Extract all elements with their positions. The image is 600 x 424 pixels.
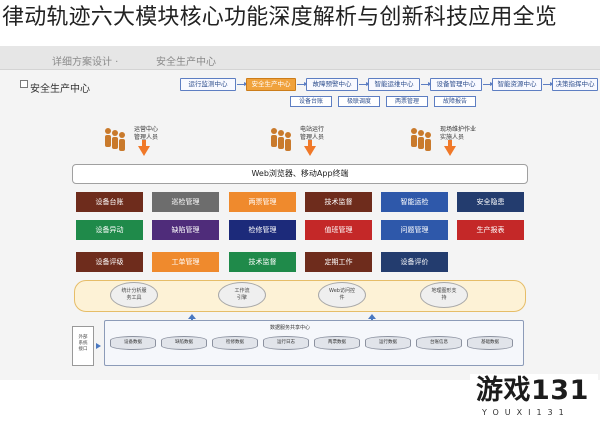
module-button[interactable]: 缺陷管理 bbox=[152, 220, 219, 240]
database-label: 两票数据 bbox=[328, 340, 346, 345]
module-button[interactable]: 设备评级 bbox=[76, 252, 143, 272]
module-button[interactable]: 设备评价 bbox=[381, 252, 448, 272]
down-arrow-stem bbox=[448, 140, 452, 147]
nav-item-3[interactable]: 智能运维中心 bbox=[368, 78, 420, 91]
database-icon: 缺陷数据 bbox=[161, 336, 207, 350]
down-arrow-stem bbox=[308, 140, 312, 147]
database-icon: 设备数据 bbox=[110, 336, 156, 350]
browser-terminal-bar: Web浏览器、移动App终端 bbox=[72, 164, 528, 184]
down-arrow-icon bbox=[304, 146, 316, 156]
nav-arrow-icon bbox=[543, 82, 554, 86]
right-arrow-icon bbox=[96, 343, 102, 349]
nav-item-0[interactable]: 运行监测中心 bbox=[180, 78, 236, 91]
watermark-background bbox=[470, 374, 598, 420]
database-label: 运行数据 bbox=[379, 340, 397, 345]
module-button[interactable]: 问题管理 bbox=[381, 220, 448, 240]
module-button[interactable]: 技术监督 bbox=[305, 192, 372, 212]
database-cylinder bbox=[263, 336, 309, 350]
subnav-item-3[interactable]: 故障报告 bbox=[434, 96, 476, 107]
database-icon: 两票数据 bbox=[314, 336, 360, 350]
nav-arrow-icon bbox=[483, 82, 494, 86]
nav-item-4[interactable]: 设备管理中心 bbox=[430, 78, 482, 91]
nav-item-5[interactable]: 智能资源中心 bbox=[492, 78, 542, 91]
database-cylinder bbox=[161, 336, 207, 350]
external-interface-box: 外部 系统 接口 bbox=[72, 326, 94, 366]
section-checkbox-icon bbox=[20, 80, 28, 88]
database-label: 基础数据 bbox=[481, 340, 499, 345]
module-button[interactable]: 巡检管理 bbox=[152, 192, 219, 212]
subnav-item-0[interactable]: 设备台账 bbox=[290, 96, 332, 107]
database-icon: 运行数据 bbox=[365, 336, 411, 350]
module-button[interactable]: 值班管理 bbox=[305, 220, 372, 240]
module-button[interactable]: 工单管理 bbox=[152, 252, 219, 272]
database-label: 缺陷数据 bbox=[175, 340, 193, 345]
database-cylinder bbox=[314, 336, 360, 350]
module-button[interactable]: 两票管理 bbox=[229, 192, 296, 212]
nav-item-1[interactable]: 安全生产中心 bbox=[246, 78, 296, 91]
role-group-0: 运营中心 管理人员 bbox=[102, 126, 170, 186]
service-oval-3: 地理图形支 持 bbox=[420, 282, 468, 308]
database-cylinder bbox=[110, 336, 156, 350]
nav-item-6[interactable]: 决策指挥中心 bbox=[552, 78, 598, 91]
role-label: 运营中心 管理人员 bbox=[134, 126, 159, 141]
subnav-item-2[interactable]: 两票管理 bbox=[386, 96, 428, 107]
people-icon bbox=[105, 128, 125, 151]
watermark-logo: 游戏131 bbox=[476, 375, 589, 406]
down-arrow-stem bbox=[142, 140, 146, 147]
database-label: 台账信息 bbox=[430, 340, 448, 345]
diagram-panel: 详细方案设计 · 安全生产中心 安全生产中心 运行监测中心 安全生产中心 故障预… bbox=[0, 46, 600, 380]
role-group-2: 现场维护作业 实施人员 bbox=[408, 126, 476, 186]
panel-header-prefix: 详细方案设计 · bbox=[52, 57, 119, 68]
nav-item-2[interactable]: 故障预警中心 bbox=[306, 78, 358, 91]
people-icon bbox=[271, 128, 291, 151]
role-label: 电站运行 管理人员 bbox=[300, 126, 325, 141]
database-cylinder bbox=[365, 336, 411, 350]
nav-arrow-icon bbox=[421, 82, 432, 86]
down-arrow-icon bbox=[444, 146, 456, 156]
down-arrow-icon bbox=[138, 146, 150, 156]
module-button[interactable]: 检修管理 bbox=[229, 220, 296, 240]
database-label: 运行日志 bbox=[277, 340, 295, 345]
module-button[interactable]: 定期工作 bbox=[305, 252, 372, 272]
module-button[interactable]: 设备异动 bbox=[76, 220, 143, 240]
database-icon: 运行日志 bbox=[263, 336, 309, 350]
database-cylinder bbox=[467, 336, 513, 350]
service-oval-2: Web访问控 件 bbox=[318, 282, 366, 308]
database-cylinder bbox=[212, 336, 258, 350]
section-title: 安全生产中心 bbox=[30, 84, 90, 95]
module-button[interactable]: 技术监督 bbox=[229, 252, 296, 272]
database-label: 设备数据 bbox=[124, 340, 142, 345]
service-oval-1: 工作流 引擎 bbox=[218, 282, 266, 308]
service-oval-0: 统计分析服 务工具 bbox=[110, 282, 158, 308]
database-label: 检修数据 bbox=[226, 340, 244, 345]
role-label: 现场维护作业 实施人员 bbox=[440, 126, 477, 141]
nav-arrow-icon bbox=[297, 82, 308, 86]
module-button[interactable]: 安全隐患 bbox=[457, 192, 524, 212]
people-icon bbox=[411, 128, 431, 151]
nav-arrow-icon bbox=[237, 82, 248, 86]
module-button[interactable]: 生产报表 bbox=[457, 220, 524, 240]
database-cylinder bbox=[416, 336, 462, 350]
overlay-title: 律动轨迹六大模块核心功能深度解析与创新科技应用全览 bbox=[2, 5, 558, 30]
database-icon: 台账信息 bbox=[416, 336, 462, 350]
panel-header: 详细方案设计 · 安全生产中心 bbox=[0, 46, 600, 70]
database-icon: 检修数据 bbox=[212, 336, 258, 350]
nav-arrow-icon bbox=[359, 82, 370, 86]
module-button[interactable]: 设备台账 bbox=[76, 192, 143, 212]
watermark-subtext: YOUXI131 bbox=[482, 408, 570, 417]
role-group-1: 电站运行 管理人员 bbox=[268, 126, 336, 186]
subnav-item-1[interactable]: 极联调度 bbox=[338, 96, 380, 107]
database-icon: 基础数据 bbox=[467, 336, 513, 350]
platform-title: 数据服务共享中心 bbox=[270, 325, 311, 331]
module-button[interactable]: 智能运检 bbox=[381, 192, 448, 212]
panel-header-tab: 安全生产中心 bbox=[156, 57, 216, 68]
